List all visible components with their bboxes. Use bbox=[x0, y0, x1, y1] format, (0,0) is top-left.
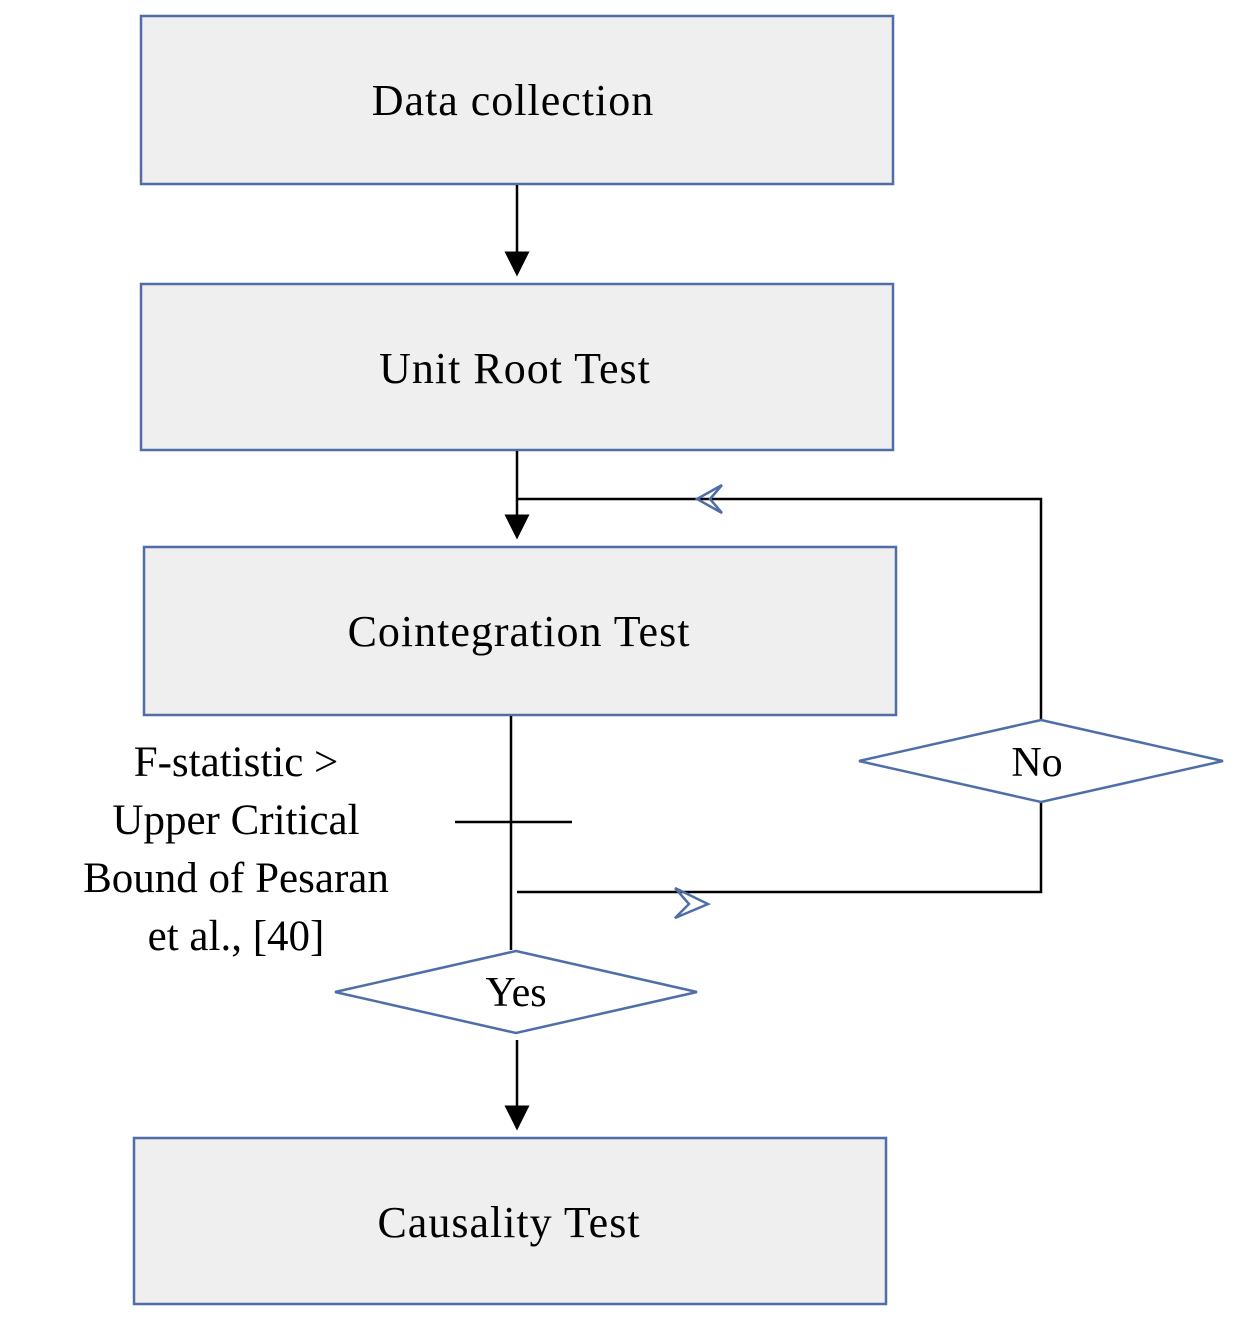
yes-diamond bbox=[334, 949, 698, 1035]
chevron-left-icon bbox=[694, 483, 723, 515]
no-label: No bbox=[1011, 740, 1062, 786]
data-collection-label: Data collection bbox=[372, 76, 655, 125]
unit-root-test-box bbox=[139, 282, 895, 452]
causality-test-box bbox=[132, 1136, 888, 1306]
no-diamond bbox=[858, 718, 1224, 804]
cointegration-test-label: Cointegration Test bbox=[348, 607, 691, 656]
edge-branch-to-no bbox=[517, 802, 1043, 894]
condition-text: F-statistic > Upper Critical Bound of Pe… bbox=[83, 739, 389, 960]
condition-line-4: et al., [40] bbox=[148, 913, 325, 960]
data-collection-box bbox=[139, 14, 895, 186]
data-collection-node: Data collection bbox=[139, 14, 895, 186]
causality-test-label: Causality Test bbox=[377, 1198, 640, 1247]
chevron-right-icon bbox=[674, 886, 712, 920]
edge-no-loop-back bbox=[517, 497, 1043, 720]
cointegration-test-box bbox=[142, 545, 898, 717]
unit-root-test-label: Unit Root Test bbox=[379, 344, 651, 393]
condition-line-2: Upper Critical bbox=[112, 797, 359, 844]
no-decision: No bbox=[858, 718, 1224, 804]
causality-test-node: Causality Test bbox=[132, 1136, 888, 1306]
condition-line-3: Bound of Pesaran bbox=[83, 855, 389, 902]
unit-root-test-node: Unit Root Test bbox=[139, 282, 895, 452]
condition-line-1: F-statistic > bbox=[134, 739, 339, 786]
cointegration-test-node: Cointegration Test bbox=[142, 545, 898, 717]
yes-decision: Yes bbox=[334, 949, 698, 1035]
yes-label: Yes bbox=[485, 970, 546, 1016]
